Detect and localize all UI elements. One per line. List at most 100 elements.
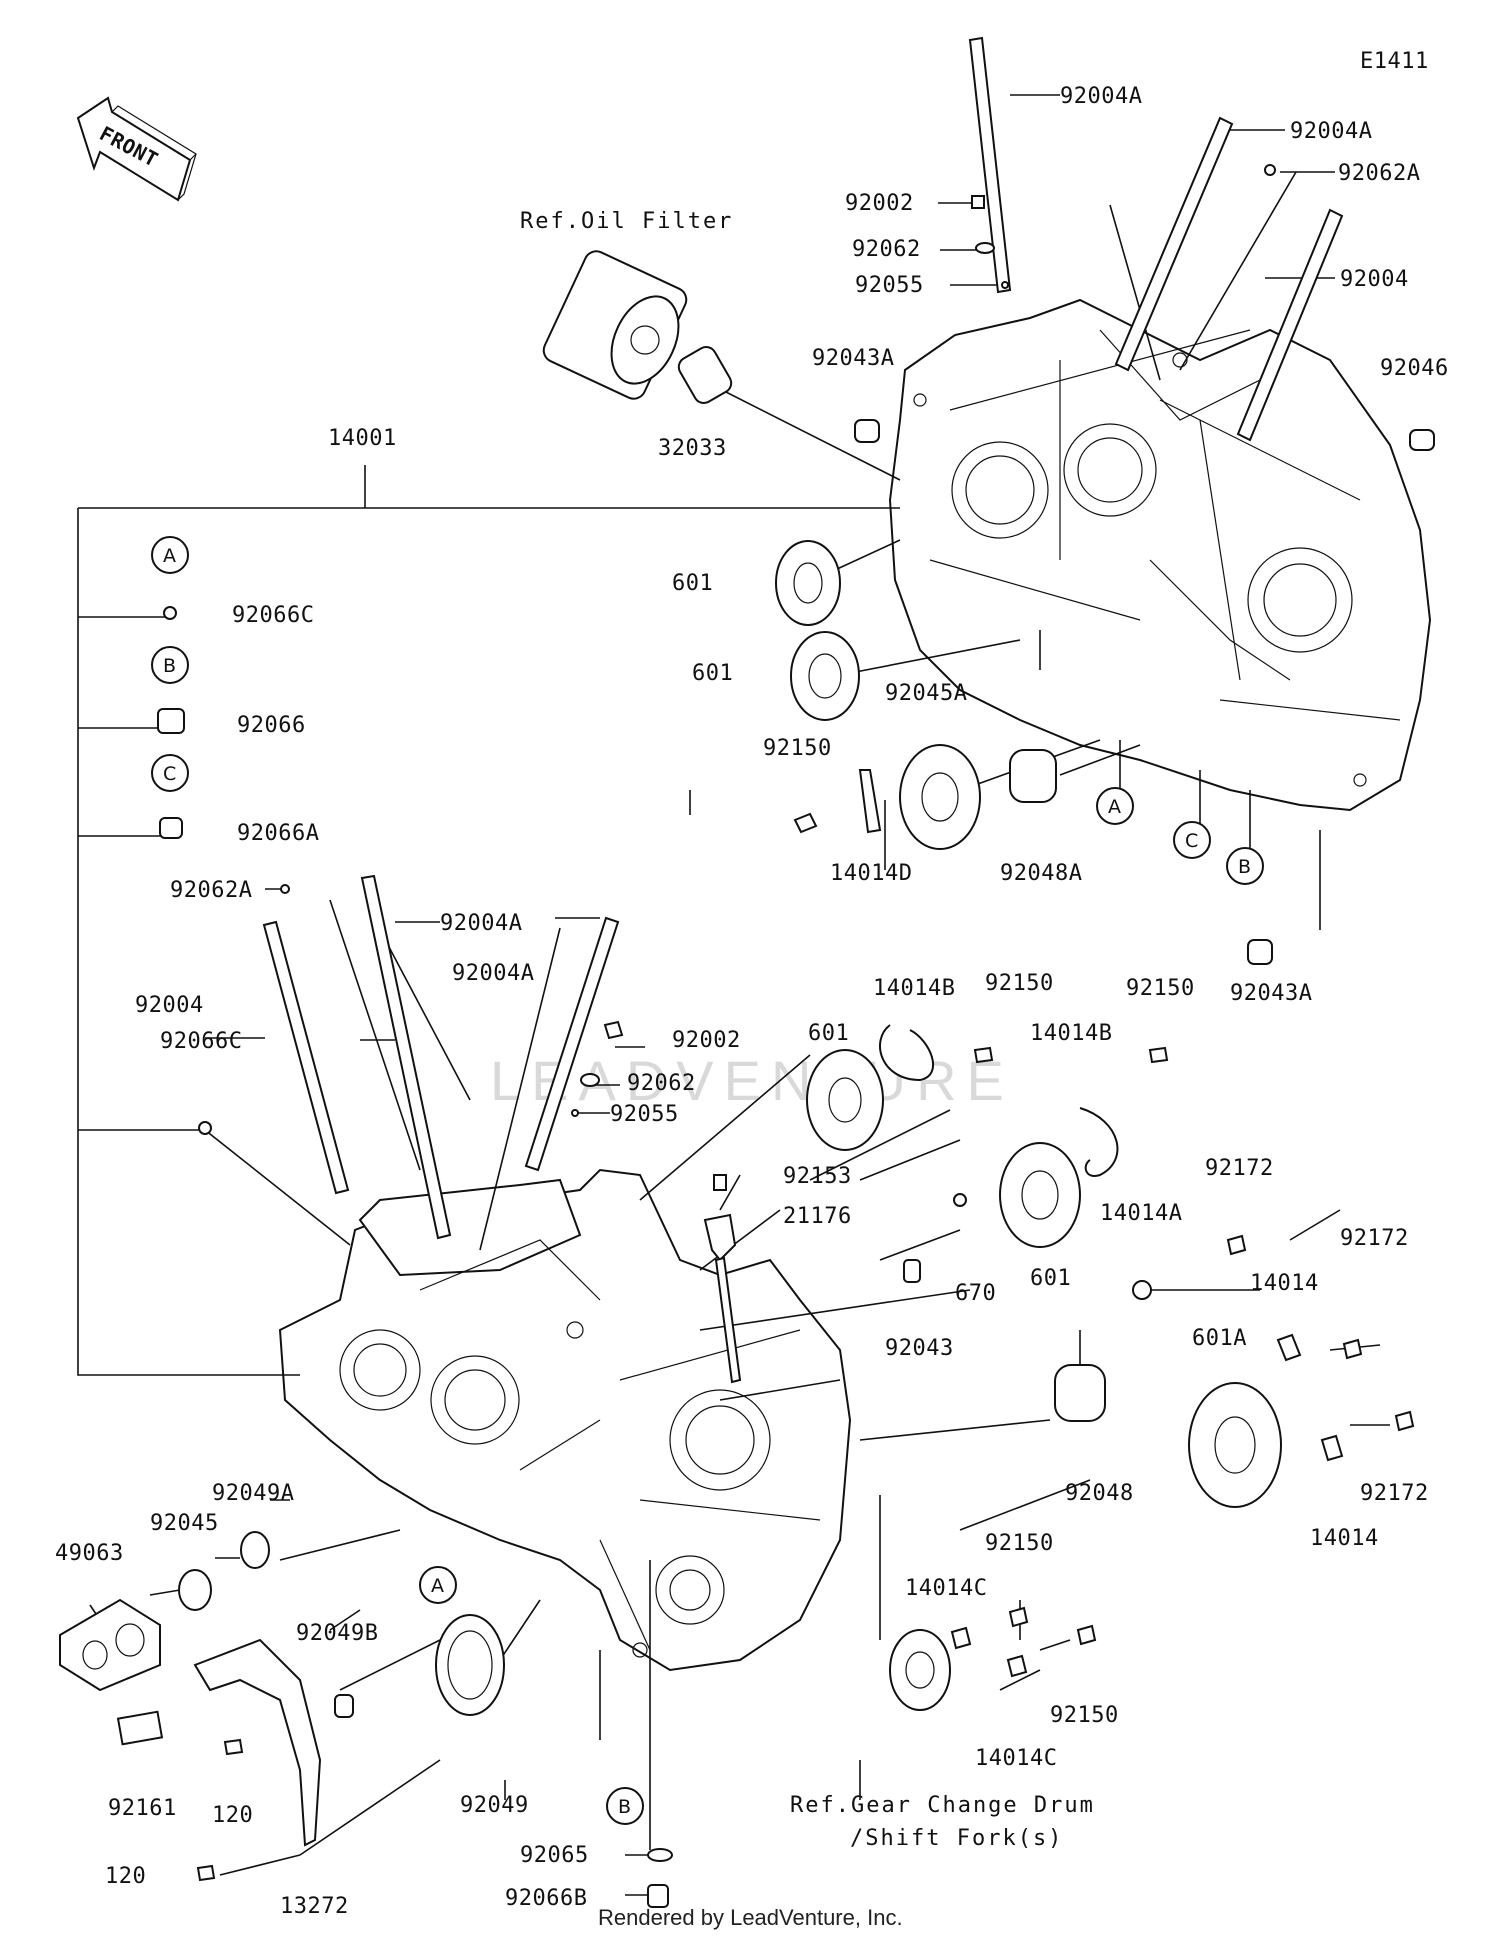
gear-drum-bearing-icon [889,1629,951,1711]
plate-14014C-icon [1006,1654,1028,1678]
part-label[interactable]: 92049A [212,1481,294,1506]
part-label[interactable]: 92062 [627,1071,696,1096]
part-label[interactable]: 92172 [1205,1156,1274,1181]
part-label[interactable]: 92065 [520,1843,589,1868]
ref-gear-change-line2: /Shift Fork(s) [850,1826,1063,1851]
bearing-icon [775,540,981,850]
part-label[interactable]: 92066 [237,713,306,738]
part-label[interactable]: 92043A [812,346,894,371]
seal-92049A-icon [240,1531,270,1569]
part-label[interactable]: 92062 [852,237,921,262]
part-label[interactable]: 92150 [1126,976,1195,1001]
part-label[interactable]: 92066C [160,1029,242,1054]
bearing-icon [806,1049,884,1151]
washer-icon [975,242,995,254]
part-label[interactable]: 601 [692,661,733,686]
part-label[interactable]: 92048A [1000,861,1082,886]
part-label[interactable]: 32033 [658,436,727,461]
part-label[interactable]: 92043 [885,1336,954,1361]
part-label[interactable]: 92004 [135,993,204,1018]
oring-icon [953,1193,967,1207]
part-label[interactable]: 601 [1030,1266,1071,1291]
seal-92049-icon [435,1614,505,1716]
part-label[interactable]: 14014D [830,861,912,886]
callout-c-label: C [1185,830,1198,852]
part-label[interactable]: 120 [212,1803,253,1828]
part-label[interactable]: 92048 [1065,1481,1134,1506]
part-label[interactable]: 92150 [763,736,832,761]
callout-b-label: B [1238,856,1251,878]
plug-92066B-icon [647,1884,669,1908]
part-label[interactable]: 92004 [1340,267,1409,292]
plug-92066C-icon [198,1121,212,1135]
dowel-icon [1247,939,1273,965]
part-label[interactable]: 92055 [610,1102,679,1127]
part-label[interactable]: 92150 [985,971,1054,996]
part-label[interactable]: 92066B [505,1886,587,1911]
part-label[interactable]: 92045 [150,1511,219,1536]
part-label[interactable]: 92055 [855,273,924,298]
diagram-id: E1411 [1360,49,1429,74]
part-label[interactable]: 92150 [985,1531,1054,1556]
stud-icon [262,874,620,1240]
pad-92161-icon [116,1710,164,1746]
part-label[interactable]: 601A [1192,1326,1247,1351]
leader-lines [77,94,1390,1896]
callout-markers: A B C A C B A B [151,536,1264,1825]
part-label[interactable]: 92049 [460,1793,529,1818]
part-label[interactable]: 92161 [108,1796,177,1821]
part-label[interactable]: 92045A [885,681,967,706]
part-label[interactable]: 92153 [783,1164,852,1189]
bolt-icon [196,1864,216,1882]
bolt-icon [1148,1046,1169,1064]
part-label[interactable]: 92004A [452,961,534,986]
part-label[interactable]: 92049B [296,1621,378,1646]
part-label[interactable]: 49063 [55,1541,124,1566]
part-label[interactable]: 14014B [1030,1021,1112,1046]
part-label[interactable]: 670 [955,1281,996,1306]
pin-icon [280,884,290,894]
part-label[interactable]: 92066C [232,603,314,628]
part-label[interactable]: 92172 [1360,1481,1429,1506]
bolt-icon [1394,1410,1415,1432]
part-label[interactable]: 92004A [1290,119,1372,144]
bearing-601A-icon [1188,1382,1282,1508]
part-label[interactable]: 14014B [873,976,955,1001]
bolt-icon [1008,1606,1029,1628]
part-label[interactable]: 14001 [328,426,397,451]
callout-a-label: A [431,1575,444,1597]
part-label[interactable]: 14014C [905,1576,987,1601]
part-label[interactable]: 14014 [1310,1526,1379,1551]
part-label[interactable]: 92043A [1230,981,1312,1006]
part-label[interactable]: 92004A [1060,84,1142,109]
oring-icon [571,1109,579,1117]
part-labels: 92004A 92004A 92062A 92004 92002 92062 9… [55,84,1449,1919]
part-label[interactable]: 92172 [1340,1226,1409,1251]
part-label[interactable]: 92002 [672,1028,741,1053]
part-label[interactable]: 21176 [783,1204,852,1229]
washer-icon [1132,1280,1152,1300]
part-label[interactable]: 92002 [845,191,914,216]
part-label[interactable]: 14014A [1100,1201,1182,1226]
part-label[interactable]: 92150 [1050,1703,1119,1728]
part-label[interactable]: 92062A [1338,161,1420,186]
part-label[interactable]: 92004A [440,911,522,936]
plate-14014-icon [1276,1333,1302,1362]
circlip-14014B-icon [1079,1107,1119,1177]
dowel-icon [903,1259,921,1283]
plug-92066A-icon [159,817,183,839]
part-label[interactable]: 120 [105,1864,146,1889]
callout-c-label: C [163,763,176,785]
part-label[interactable]: 14014C [975,1746,1057,1771]
part-label[interactable]: 601 [808,1021,849,1046]
oil-filter-icon [542,250,688,400]
plug-92066-icon [157,708,185,734]
part-label[interactable]: 13272 [280,1894,349,1919]
part-label[interactable]: 14014 [1250,1271,1319,1296]
part-label[interactable]: 92066A [237,821,319,846]
plate-14014-icon [1320,1434,1344,1462]
part-label[interactable]: 92062A [170,878,252,903]
bolt-icon [713,1174,727,1191]
part-label[interactable]: 92046 [1380,356,1449,381]
part-label[interactable]: 601 [672,571,713,596]
